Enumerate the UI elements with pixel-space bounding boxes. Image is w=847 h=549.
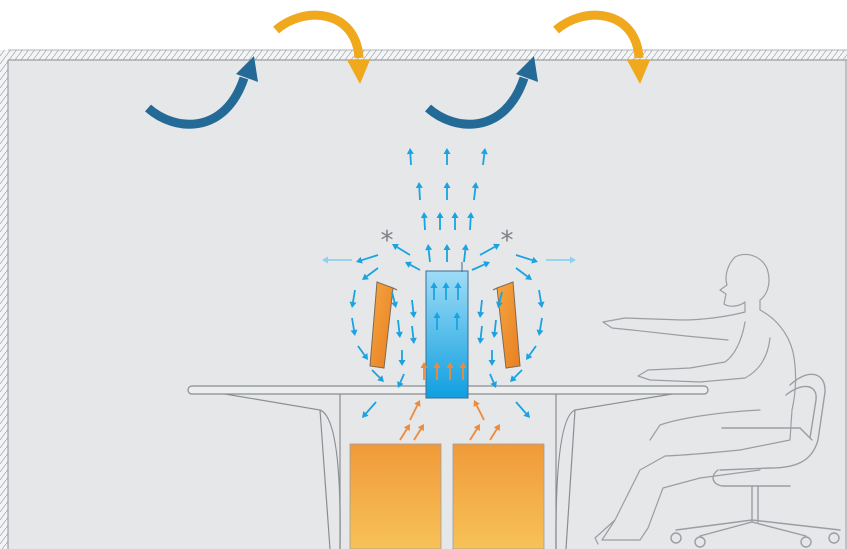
cool-air-arrow — [515, 254, 538, 264]
cool-air-arrow — [451, 212, 459, 230]
warm-air-arrow — [413, 424, 424, 441]
cool-air-arrow — [510, 369, 523, 382]
cool-air-arrow — [488, 350, 496, 366]
computer-monitor-icon — [492, 281, 521, 369]
cool-air-arrow — [489, 373, 497, 388]
cool-air-arrow — [526, 345, 537, 360]
office-chair-icon — [670, 373, 841, 548]
cool-air-arrow — [491, 319, 499, 338]
cool-air-arrow — [356, 254, 379, 264]
cool-air-arrow — [362, 401, 377, 418]
cool-air-arrow — [436, 212, 444, 230]
warm-air-arrow — [459, 362, 467, 380]
warm-air-arrow — [399, 424, 410, 441]
cool-air-arrow — [443, 182, 451, 200]
cool-air-arrow — [433, 312, 441, 330]
cool-return-arrowhead-icon — [516, 56, 538, 82]
cool-air-arrow — [397, 373, 405, 388]
cool-air-arrow — [477, 325, 485, 344]
cool-air-arrow — [536, 317, 544, 336]
cool-air-arrow — [420, 212, 428, 231]
cool-air-arrow — [454, 282, 462, 300]
cool-air-arrow — [515, 267, 532, 280]
cool-air-arrow — [392, 244, 411, 256]
cool-air-arrow — [357, 345, 368, 360]
heat-source-left — [349, 443, 442, 549]
warm-exhaust-arc-icon — [553, 10, 644, 59]
cool-air-arrow — [405, 261, 421, 271]
warm-air-arrow — [409, 400, 421, 421]
cool-return-arrowhead-icon — [236, 56, 258, 82]
warm-air-arrow — [446, 362, 454, 380]
cool-air-arrow — [461, 244, 469, 263]
warm-air-arrow — [473, 400, 485, 421]
cool-air-arrow — [515, 401, 530, 418]
cool-air-arrow — [409, 299, 417, 318]
airflow-arrows — [322, 148, 576, 441]
warm-air-arrow — [469, 424, 480, 441]
cool-air-arrow — [443, 244, 451, 262]
cooling-column — [425, 270, 469, 399]
cool-air-arrow — [350, 317, 358, 336]
warm-air-arrow — [433, 362, 441, 380]
left-wall — [0, 50, 8, 549]
cool-air-arrow — [398, 350, 406, 366]
cool-air-arrow — [453, 312, 461, 330]
cool-air-arrow — [443, 148, 451, 165]
cool-air-arrow — [371, 369, 384, 382]
cool-air-arrow — [537, 289, 545, 308]
cool-air-arrow — [442, 282, 450, 300]
cool-air-arrow — [349, 289, 357, 308]
heat-source-right — [452, 443, 545, 549]
cool-air-arrow — [430, 282, 438, 300]
warm-exhaust-arrowhead-icon — [347, 60, 370, 84]
cool-air-arrow — [415, 182, 423, 201]
ceiling-circulation-left — [145, 10, 370, 129]
marker-asterisk-left: * — [381, 226, 394, 256]
cool-air-arrow-faint — [322, 256, 352, 264]
ceiling-circulation-right — [425, 10, 650, 129]
marker-asterisk-right: * — [501, 226, 514, 256]
cool-air-arrow — [406, 148, 414, 166]
warm-exhaust-arrowhead-icon — [627, 60, 650, 84]
cool-air-arrow — [471, 182, 479, 201]
cool-air-arrow — [425, 244, 433, 263]
ceiling-slab — [8, 50, 847, 60]
cool-air-arrow — [479, 243, 500, 256]
cool-air-arrow — [409, 325, 417, 344]
warm-exhaust-arc-icon — [273, 10, 364, 59]
cool-air-arrow — [362, 267, 379, 280]
cool-return-arc-icon — [145, 76, 249, 129]
cool-air-arrow — [496, 291, 503, 308]
warm-air-arrow — [420, 362, 428, 380]
cool-air-arrow — [395, 319, 403, 338]
cool-air-arrow — [477, 299, 485, 318]
cool-air-arrow — [480, 148, 488, 166]
cool-air-arrow — [391, 291, 398, 308]
warm-air-arrow — [489, 424, 500, 441]
computer-monitor-icon — [369, 281, 398, 369]
cool-air-arrow — [471, 261, 490, 271]
cool-return-arc-icon — [425, 76, 529, 129]
cool-air-arrow — [467, 212, 475, 231]
cool-air-arrow-faint — [546, 256, 576, 264]
